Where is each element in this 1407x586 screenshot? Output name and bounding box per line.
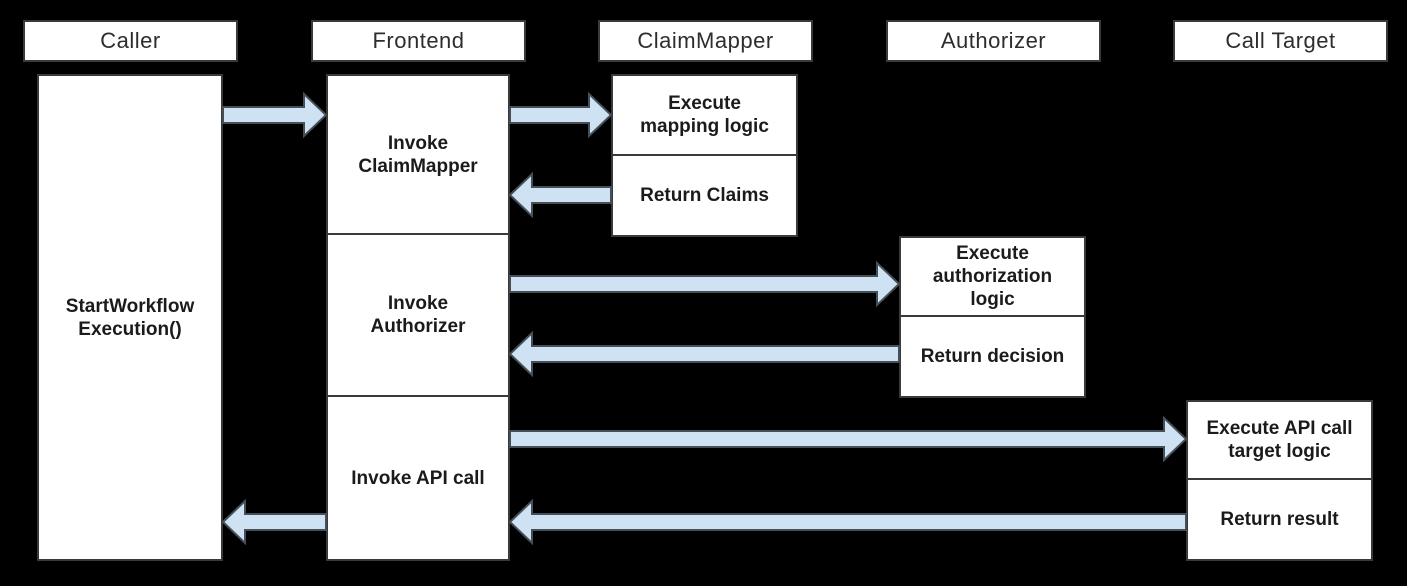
lane-header-frontend: Frontend — [311, 20, 526, 62]
arrow-authorizer-return-to-frontend-icon — [508, 331, 900, 377]
lane-header-calltarget-label: Call Target — [1225, 28, 1336, 53]
arrow-frontend-to-calltarget-icon — [509, 416, 1188, 462]
claimmapper-step-execute-mapping-logic-label: Execute mapping logic — [640, 93, 769, 137]
authorizer-step-execute-authorization-logic: Execute authorization logic — [899, 236, 1086, 317]
lane-header-calltarget: Call Target — [1173, 20, 1388, 62]
arrow-calltarget-return-to-frontend-icon — [508, 499, 1187, 545]
lane-header-caller: Caller — [23, 20, 238, 62]
frontend-segment-invoke-claimmapper: Invoke ClaimMapper — [326, 74, 510, 235]
arrow-caller-to-frontend-icon — [222, 92, 328, 138]
arrow-frontend-return-to-caller-icon — [221, 499, 327, 545]
frontend-segment-invoke-authorizer: Invoke Authorizer — [326, 233, 510, 397]
frontend-segment-invoke-claimmapper-label: Invoke ClaimMapper — [358, 132, 478, 177]
calltarget-step-execute-api-call-target-logic: Execute API call target logic — [1186, 400, 1373, 480]
arrow-claimmapper-return-to-frontend-icon — [508, 172, 612, 218]
lane-header-claimmapper: ClaimMapper — [598, 20, 813, 62]
calltarget-step-execute-api-call-target-logic-label: Execute API call target logic — [1206, 418, 1353, 462]
authorizer-step-return-decision-label: Return decision — [920, 346, 1065, 367]
frontend-segment-invoke-api-call: Invoke API call — [326, 395, 510, 561]
lane-header-caller-label: Caller — [100, 28, 161, 53]
lane-header-authorizer: Authorizer — [886, 20, 1101, 62]
arrow-frontend-to-authorizer-icon — [509, 261, 901, 307]
frontend-segment-invoke-api-call-label: Invoke API call — [351, 467, 485, 489]
authorizer-step-return-decision: Return decision — [899, 315, 1086, 398]
caller-activation-box: StartWorkflow Execution() — [37, 74, 223, 561]
lane-header-authorizer-label: Authorizer — [940, 28, 1047, 53]
frontend-segment-invoke-authorizer-label: Invoke Authorizer — [370, 293, 466, 337]
caller-activation-label: StartWorkflow Execution() — [65, 295, 195, 340]
claimmapper-step-execute-mapping-logic: Execute mapping logic — [611, 74, 798, 156]
authorizer-step-execute-authorization-logic-label: Execute authorization logic — [932, 243, 1053, 310]
calltarget-step-return-result: Return result — [1186, 478, 1373, 561]
claimmapper-step-return-claims-label: Return Claims — [640, 185, 769, 206]
calltarget-step-return-result-label: Return result — [1220, 509, 1339, 530]
arrow-frontend-to-claimmapper-icon — [509, 92, 613, 138]
claimmapper-step-return-claims: Return Claims — [611, 154, 798, 237]
lane-header-claimmapper-label: ClaimMapper — [637, 28, 774, 53]
lane-header-frontend-label: Frontend — [372, 28, 465, 53]
